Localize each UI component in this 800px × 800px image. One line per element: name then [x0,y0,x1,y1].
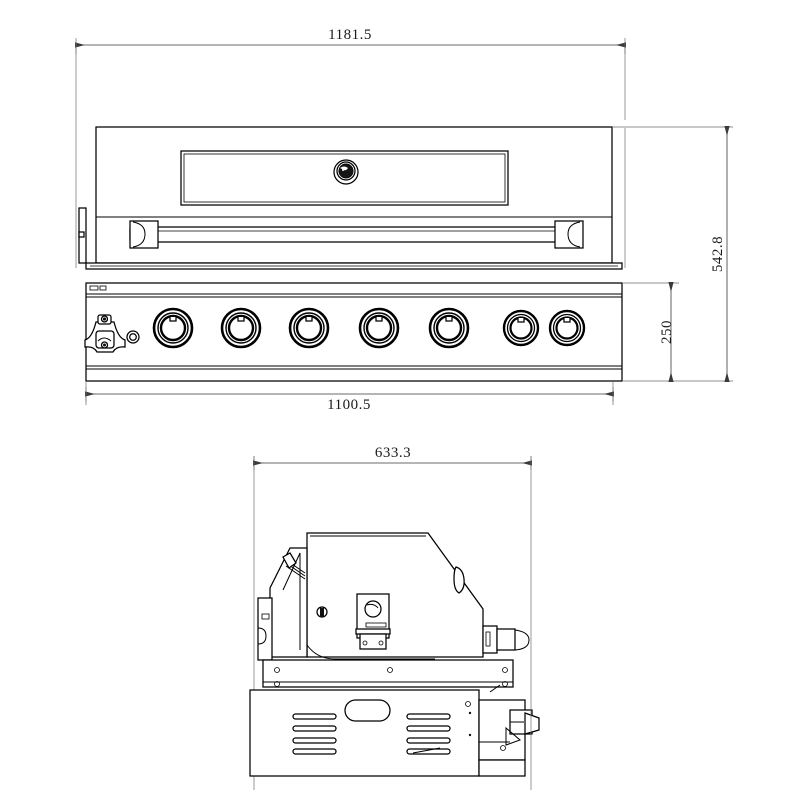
hinge-bracket [257,547,308,661]
cabinet-height-dimension: 250 [659,282,675,382]
overall-height-value: 542.8 [710,236,726,272]
lid-tab [453,566,465,594]
control-knob[interactable] [358,307,400,349]
control-knob[interactable] [428,307,470,349]
cabinet-body [249,689,480,777]
bottle-opener [84,314,140,353]
front-extension-lines [75,42,626,268]
chassis-frame [262,659,514,693]
bolt-marker [316,606,328,618]
lid-bottom-skirt [85,262,623,270]
front-elevation-view: 1181.5 [75,27,733,413]
overall-height-dimension: 542.8 [710,126,730,382]
body-width-dimension: 1100.5 [85,381,614,413]
control-knob[interactable] [220,307,262,349]
control-knob[interactable] [548,309,586,347]
ventilation-slots-right [406,713,451,755]
left-bracket [78,207,87,264]
ventilation-slots-left [292,713,337,755]
depth-value: 633.3 [375,445,411,461]
control-knobs [152,307,586,349]
side-handle [482,625,530,654]
cabinet-height-value: 250 [659,320,675,344]
door-pull-cutout [344,699,391,722]
overall-width-value: 1181.5 [328,27,372,43]
body-width-value: 1100.5 [327,397,371,413]
gas-valve-fitting [478,699,540,777]
overall-width-dimension: 1181.5 [75,27,626,54]
hood-handle [129,220,584,249]
rotisserie-motor-mount [355,593,391,650]
control-knob[interactable] [152,307,194,349]
hood-profile [306,532,484,660]
control-knob[interactable] [288,307,330,349]
control-knob[interactable] [502,309,540,347]
brand-emblem [333,159,359,185]
side-elevation-view: 633.3 [249,445,540,790]
